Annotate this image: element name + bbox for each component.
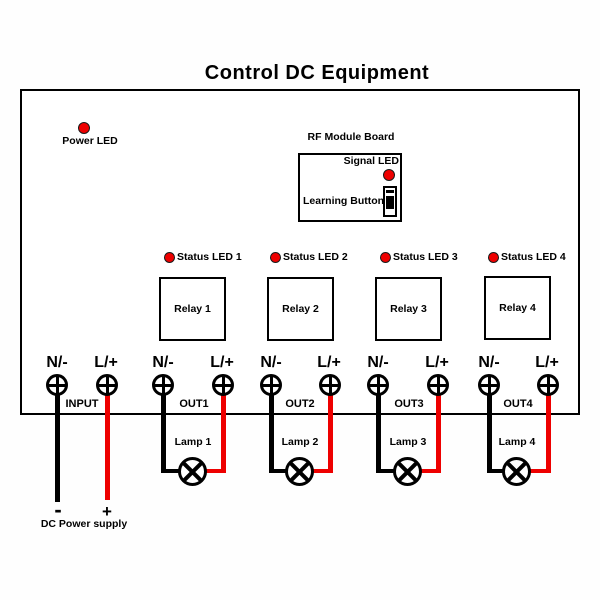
input-neg-wire [55, 394, 60, 502]
out2-neg-wire-horizontal [269, 468, 288, 473]
input-neg-terminal [46, 374, 68, 396]
out1-pos-terminal [212, 374, 234, 396]
input-pos-terminal-label: L/+ [94, 354, 118, 371]
power-led-label: Power LED [62, 135, 118, 147]
lamp-4-icon [502, 457, 531, 486]
lamp-1-label: Lamp 1 [174, 436, 212, 448]
relay-1-box: Relay 1 [159, 277, 226, 341]
dc-power-supply-label: DC Power supply [40, 518, 128, 530]
relay-2-label: Relay 2 [282, 303, 319, 315]
button-cap [386, 190, 394, 193]
status-led-2-label: Status LED 2 [283, 251, 348, 263]
out4-group-label: OUT4 [503, 398, 533, 410]
lamp-3-label: Lamp 3 [389, 436, 427, 448]
learning-button-icon [383, 186, 397, 217]
status-led-3-label: Status LED 3 [393, 251, 458, 263]
out1-pos-terminal-label: L/+ [210, 354, 234, 371]
lamp-1-icon [178, 457, 207, 486]
status-led-1-icon [164, 252, 175, 263]
out3-neg-wire-horizontal [376, 468, 396, 473]
out4-pos-wire-horizontal [529, 468, 551, 473]
rf-module-label: RF Module Board [307, 131, 395, 143]
out3-neg-wire [376, 394, 381, 473]
minus-sign: - [54, 497, 62, 522]
out2-pos-wire-horizontal [312, 468, 333, 473]
lamp-4-label: Lamp 4 [498, 436, 536, 448]
relay-1-label: Relay 1 [174, 303, 211, 315]
out1-neg-wire [161, 394, 166, 473]
out2-neg-terminal [260, 374, 282, 396]
out2-pos-terminal [319, 374, 341, 396]
out3-pos-wire-horizontal [420, 468, 441, 473]
out4-pos-wire [546, 394, 551, 473]
relay-4-box: Relay 4 [484, 276, 551, 340]
out3-group-label: OUT3 [394, 398, 424, 410]
input-neg-terminal-label: N/- [46, 354, 68, 371]
out1-pos-wire [221, 394, 226, 473]
out4-neg-terminal-label: N/- [478, 354, 500, 371]
lamp-3-icon [393, 457, 422, 486]
out4-pos-terminal [537, 374, 559, 396]
out1-neg-terminal [152, 374, 174, 396]
relay-2-box: Relay 2 [267, 277, 334, 341]
out2-neg-wire [269, 394, 274, 473]
signal-led-label: Signal LED [343, 155, 399, 167]
receiver-board-outline [20, 89, 580, 415]
input-group-label: INPUT [65, 398, 99, 410]
relay-3-box: Relay 3 [375, 277, 442, 341]
out1-group-label: OUT1 [179, 398, 209, 410]
out4-neg-wire-horizontal [487, 468, 505, 473]
lamp-2-icon [285, 457, 314, 486]
status-led-4-icon [488, 252, 499, 263]
relay-4-label: Relay 4 [499, 302, 536, 314]
relay-3-label: Relay 3 [390, 303, 427, 315]
page-title: Control DC Equipment [204, 62, 430, 84]
input-pos-wire [105, 394, 110, 500]
signal-led-icon [383, 169, 395, 181]
out2-pos-terminal-label: L/+ [317, 354, 341, 371]
status-led-3-icon [380, 252, 391, 263]
out4-neg-terminal [478, 374, 500, 396]
lamp-2-label: Lamp 2 [281, 436, 319, 448]
out1-neg-wire-horizontal [161, 468, 181, 473]
status-led-4-label: Status LED 4 [501, 251, 566, 263]
out3-pos-terminal-label: L/+ [425, 354, 449, 371]
out1-neg-terminal-label: N/- [152, 354, 174, 371]
out3-neg-terminal-label: N/- [367, 354, 389, 371]
out4-neg-wire [487, 394, 492, 473]
out2-pos-wire [328, 394, 333, 473]
out1-pos-wire-horizontal [205, 468, 226, 473]
out3-pos-terminal [427, 374, 449, 396]
status-led-1-label: Status LED 1 [177, 251, 242, 263]
learning-button-label: Learning Button [303, 195, 385, 207]
button-body [386, 196, 394, 209]
out4-pos-terminal-label: L/+ [535, 354, 559, 371]
status-led-2-icon [270, 252, 281, 263]
input-pos-terminal [96, 374, 118, 396]
out3-neg-terminal [367, 374, 389, 396]
out2-neg-terminal-label: N/- [260, 354, 282, 371]
power-led-icon [78, 122, 90, 134]
plus-sign: + [102, 502, 112, 521]
out3-pos-wire [436, 394, 441, 473]
out2-group-label: OUT2 [285, 398, 315, 410]
